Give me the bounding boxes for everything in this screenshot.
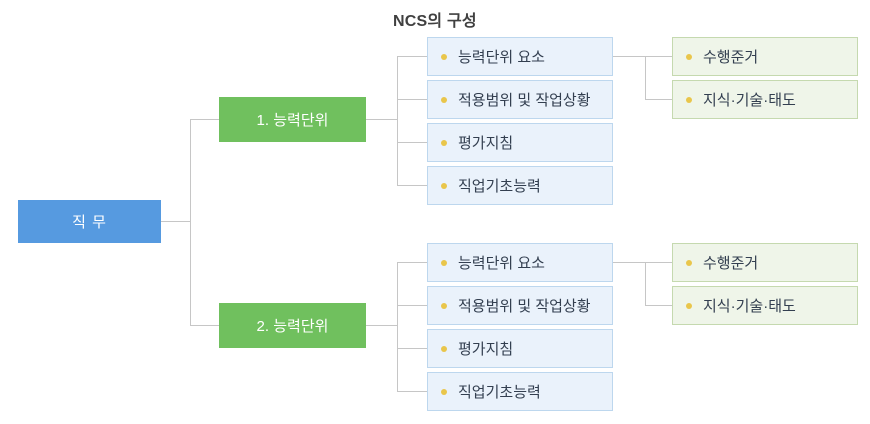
card-label: 평가지침 xyxy=(458,341,514,358)
node-unit1-scope: 적용범위 및 작업상황 xyxy=(427,80,613,119)
connector-line xyxy=(397,391,427,392)
node-unit1-basic-skills: 직업기초능력 xyxy=(427,166,613,205)
bullet-icon xyxy=(441,388,447,395)
node-job: 직 무 xyxy=(18,200,161,243)
node-unit1-element: 능력단위 요소 xyxy=(427,37,613,76)
bullet-icon xyxy=(686,259,692,266)
node-unit2-scope: 적용범위 및 작업상황 xyxy=(427,286,613,325)
connector-line xyxy=(397,262,398,392)
node-unit-2: 2. 능력단위 xyxy=(219,303,366,348)
connector-line xyxy=(161,221,190,222)
bullet-icon xyxy=(441,139,447,146)
card-label: 능력단위 요소 xyxy=(458,255,545,272)
node-unit1-evaluation: 평가지침 xyxy=(427,123,613,162)
card-label: 수행준거 xyxy=(703,255,759,272)
node-unit2-evaluation: 평가지침 xyxy=(427,329,613,368)
bullet-icon xyxy=(686,53,692,60)
connector-line xyxy=(190,119,191,326)
connector-line xyxy=(397,262,427,263)
connector-line xyxy=(397,56,398,186)
card-label: 지식·기술·태도 xyxy=(703,298,796,315)
connector-line xyxy=(645,56,646,100)
connector-line xyxy=(366,119,397,120)
node-unit1-kst: 지식·기술·태도 xyxy=(672,80,858,119)
bullet-icon xyxy=(441,53,447,60)
card-label: 수행준거 xyxy=(703,49,759,66)
card-label: 적용범위 및 작업상황 xyxy=(458,92,591,109)
connector-line xyxy=(613,56,672,57)
connector-line xyxy=(397,348,427,349)
connector-line xyxy=(397,56,427,57)
connector-line xyxy=(397,142,427,143)
connector-line xyxy=(645,305,672,306)
connector-line xyxy=(366,325,397,326)
connector-line xyxy=(645,99,672,100)
node-unit2-basic-skills: 직업기초능력 xyxy=(427,372,613,411)
card-label: 능력단위 요소 xyxy=(458,49,545,66)
card-label: 적용범위 및 작업상황 xyxy=(458,298,591,315)
bullet-icon xyxy=(441,96,447,103)
node-unit1-criteria: 수행준거 xyxy=(672,37,858,76)
bullet-icon xyxy=(441,345,447,352)
card-label: 평가지침 xyxy=(458,135,514,152)
connector-line xyxy=(190,325,219,326)
card-label: 직업기초능력 xyxy=(458,384,541,401)
bullet-icon xyxy=(441,259,447,266)
node-unit-1: 1. 능력단위 xyxy=(219,97,366,142)
node-unit2-kst: 지식·기술·태도 xyxy=(672,286,858,325)
bullet-icon xyxy=(686,96,692,103)
bullet-icon xyxy=(441,182,447,189)
connector-line xyxy=(397,99,427,100)
bullet-icon xyxy=(686,302,692,309)
diagram-title: NCS의 구성 xyxy=(393,13,477,30)
card-label: 지식·기술·태도 xyxy=(703,92,796,109)
connector-line xyxy=(613,262,672,263)
node-unit2-criteria: 수행준거 xyxy=(672,243,858,282)
connector-line xyxy=(645,262,646,306)
node-unit2-element: 능력단위 요소 xyxy=(427,243,613,282)
bullet-icon xyxy=(441,302,447,309)
card-label: 직업기초능력 xyxy=(458,178,541,195)
connector-line xyxy=(397,185,427,186)
connector-line xyxy=(190,119,219,120)
connector-line xyxy=(397,305,427,306)
